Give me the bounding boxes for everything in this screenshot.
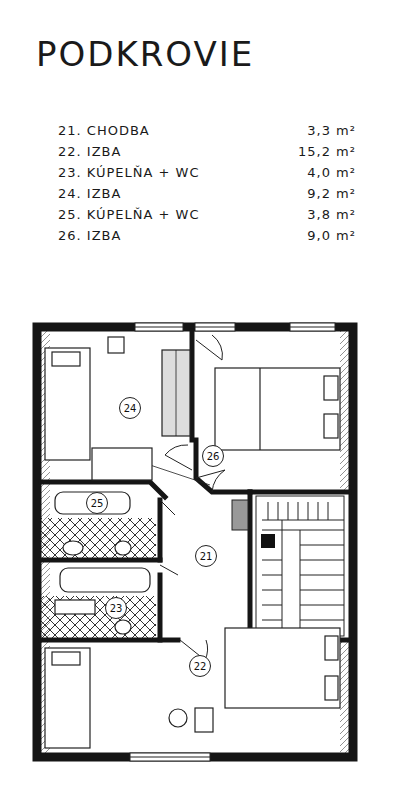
room-callout: 25 [86,492,108,514]
table-cell: 21. CHODBA [58,123,150,138]
staircase [256,496,344,636]
callout-number: 21 [200,551,213,562]
roof-slope [340,640,349,753]
outer-wall [37,327,353,757]
door-swing [150,335,225,660]
callout-number: 24 [124,403,137,414]
callout-number: 26 [207,451,220,462]
callout-number: 25 [91,498,104,509]
room-callout: 24 [119,397,141,419]
table-cell: 9,0 m² [307,228,356,243]
table-cell: 24. IZBA [58,186,121,201]
room-callout: 21 [195,545,217,567]
callout-number: 23 [110,603,123,614]
table-cell: 3,3 m² [307,123,356,138]
plan-title: PODKROVIE [36,34,254,74]
table-cell: 15,2 m² [298,144,356,159]
sanitary-fixture [55,337,213,732]
table-cell: 23. KÚPELŇA + WC [58,165,200,180]
wardrobe [162,350,190,436]
chimney [232,500,248,530]
chimney-flue [261,534,275,548]
bed [45,348,340,748]
table-cell: 9,2 m² [307,186,356,201]
table-cell: 4,0 m² [307,165,356,180]
table-cell: 3,8 m² [307,207,356,222]
interior-wall [41,331,349,640]
table-cell: 25. KÚPELŇA + WC [58,207,200,222]
tile-floor [41,596,156,638]
room-callout: 26 [202,445,224,467]
roof-slope [340,331,349,491]
room-callout: 22 [189,655,211,677]
table-cell: 26. IZBA [58,228,121,243]
tile-floor [41,518,156,560]
table-cell: 22. IZBA [58,144,121,159]
callout-number: 22 [194,661,207,672]
room-callout: 23 [105,597,127,619]
